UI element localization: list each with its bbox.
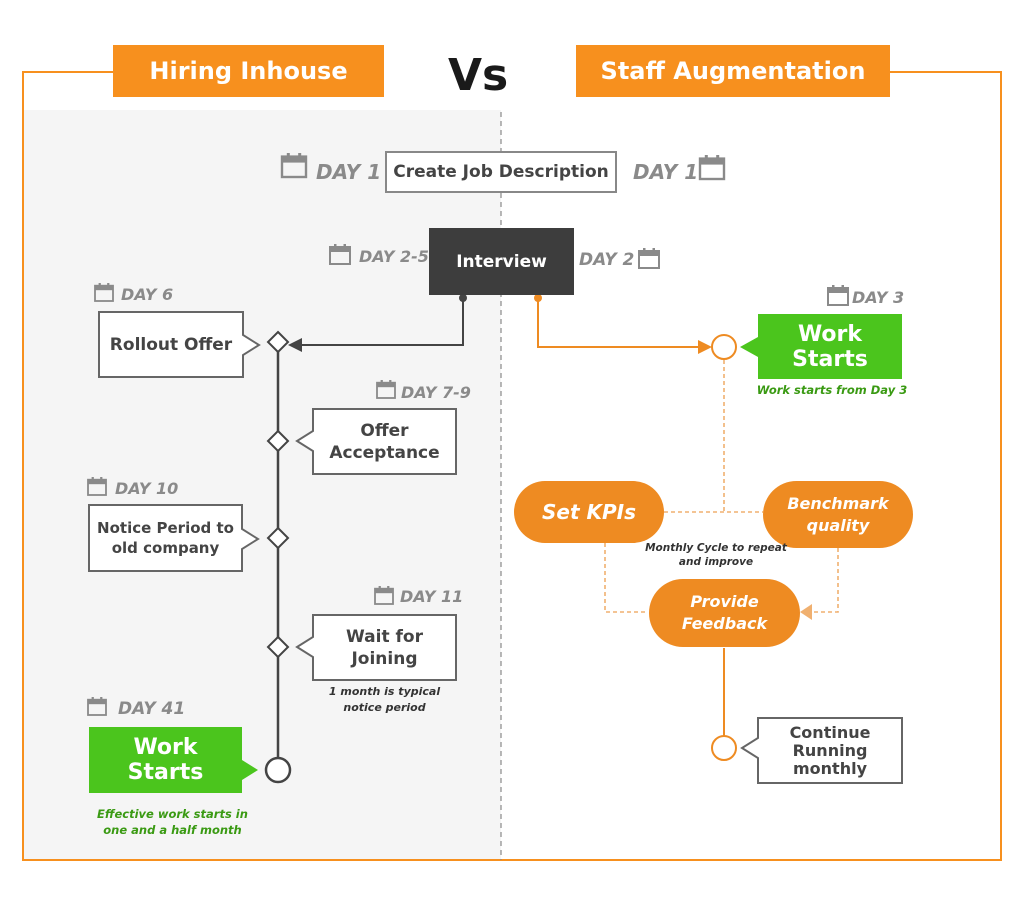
interview-box: Interview [429,228,574,295]
aug-interview-day-label: DAY 2 [579,250,635,270]
rollout-offer-box [98,311,261,378]
augmentation-header-label: Staff Augmentation [600,57,866,85]
interview-to-offer-line [300,300,464,346]
aug-start-day-label: DAY 3 [852,288,905,307]
offer-day-label: DAY 6 [121,285,174,304]
cycle-arrow [800,604,812,620]
calendar-icon [698,153,726,181]
wait-joining-text: Wait for Joining [313,615,456,680]
set-kpis-label: Set KPIs [542,500,636,524]
continue-running-text: Continue Running monthly [758,718,902,783]
milestone-diamond [266,526,290,550]
create-job-description-label: Create Job Description [393,162,609,182]
inhouse-start-note: Effective work starts in one and a half … [97,807,248,837]
cycle-connector [604,543,648,613]
left-frame [22,71,501,861]
feedback-label: Provide Feedback [681,592,768,633]
benchmark-label: Benchmark quality [787,493,889,535]
continue-box [740,717,903,784]
inhouse-start-day-label: DAY 41 [118,699,186,719]
interview-label: Interview [456,251,547,272]
offer-acceptance-label: Offer Acceptance [329,420,440,463]
offer-acceptance-text: Offer Acceptance [313,409,456,474]
calendar-icon [827,284,849,306]
milestone-diamond [266,330,290,354]
wait-note: 1 month is typical notice period [328,685,441,714]
notice-day-label: DAY 10 [115,479,179,498]
calendar-icon [638,247,660,269]
notice-period-text: Notice Period to old company [89,505,242,571]
inhouse-work-starts: Work Starts [89,727,242,793]
milestone-diamond [266,429,290,453]
work-start-node [711,334,737,360]
inhouse-work-starts-shape [89,727,258,793]
aug-start-note: Work starts from Day 3 [756,383,908,397]
aug-day1-label: DAY 1 [633,160,699,184]
aug-work-starts: Work Starts [758,314,902,379]
feedback-pill: Provide Feedback [649,579,800,647]
inhouse-work-starts-label: Work Starts [127,735,204,785]
inhouse-header: Hiring Inhouse [113,45,384,97]
continue-running-label: Continue Running monthly [789,722,871,778]
aug-work-starts-label: Work Starts [792,321,868,372]
interview-to-work-line [537,300,700,348]
acceptance-day-label: DAY 7-9 [401,383,471,402]
cycle-note: Monthly Cycle to repeat and improve [645,542,787,568]
cycle-connector [812,548,839,613]
inhouse-interview-day-label: DAY 2-5 [359,247,429,266]
wait-day-label: DAY 11 [400,587,464,606]
aug-work-starts-shape [740,314,902,379]
rollout-offer-label: Rollout Offer [109,334,233,355]
inhouse-header-label: Hiring Inhouse [149,57,348,85]
rollout-offer-text: Rollout Offer [99,312,243,377]
continue-node [711,735,737,761]
inhouse-end-node [264,756,292,784]
milestone-diamond [266,635,290,659]
offer-acceptance-box [295,408,457,475]
notice-period-label: Notice Period to old company [97,519,234,557]
notice-period-box [88,504,260,572]
vs-label: Vs [448,50,509,101]
create-job-description-box: Create Job Description [385,151,617,193]
right-frame [501,71,1002,861]
wait-joining-box [295,614,457,681]
augmentation-header: Staff Augmentation [576,45,890,97]
wait-joining-label: Wait for Joining [346,626,423,669]
inhouse-day1-label: DAY 1 [316,160,382,184]
benchmark-pill: Benchmark quality [763,481,913,548]
set-kpis-pill: Set KPIs [514,481,664,543]
